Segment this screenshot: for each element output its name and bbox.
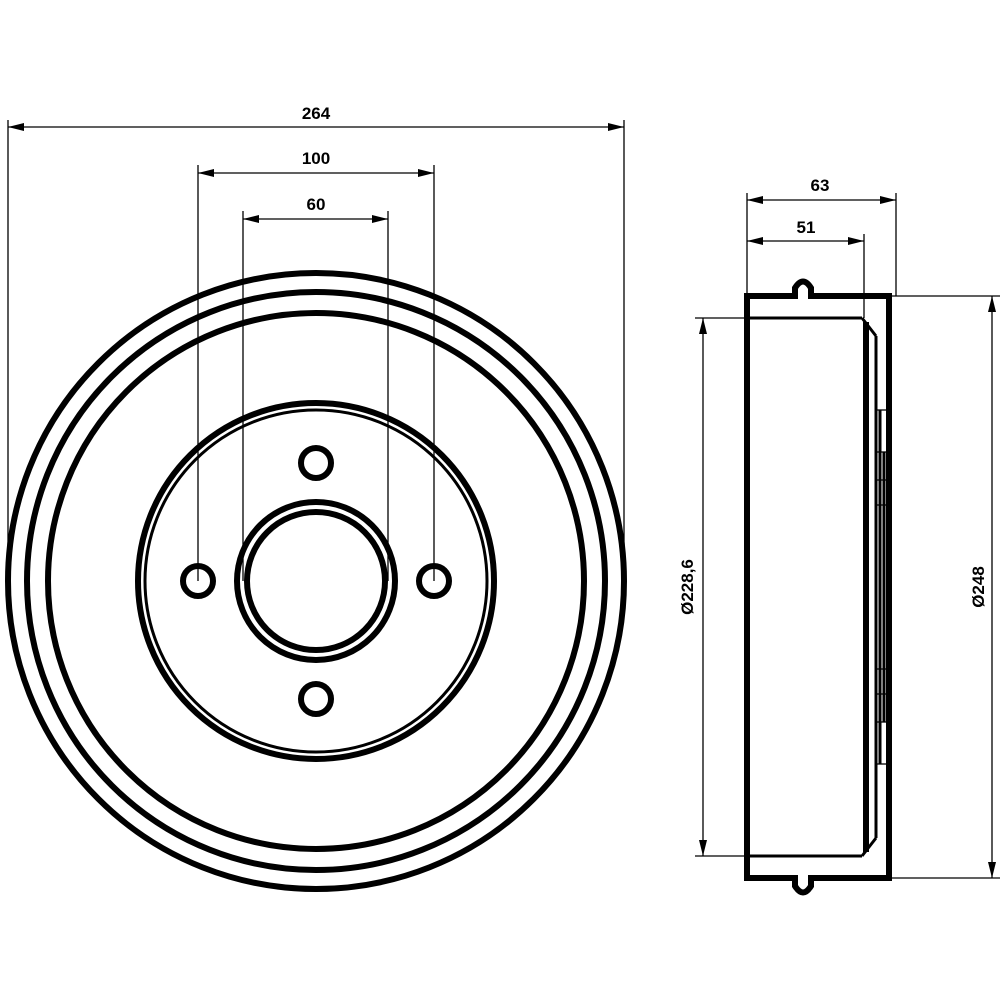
- side-view: 63 51 Ø228,6 Ø248: [678, 176, 1000, 896]
- hub-lip-details: [876, 409, 890, 765]
- dimension-label-51: 51: [797, 218, 816, 237]
- center-bore-inner: [244, 509, 388, 653]
- front-view: 264 100 60: [5, 104, 627, 892]
- dimension-label-63: 63: [811, 176, 830, 195]
- dimension-label-264: 264: [302, 104, 331, 123]
- dimension-label-60: 60: [307, 195, 326, 214]
- dimension-outer-diameter-side: Ø248: [889, 295, 1000, 879]
- dimension-label-228-6: Ø228,6: [678, 559, 697, 615]
- drum-rim-step: [24, 289, 608, 873]
- hub-flange: [135, 400, 497, 762]
- dimension-total-height: 63: [746, 176, 897, 296]
- dimension-inner-height: 51: [747, 218, 865, 318]
- dimension-center-bore: 60: [242, 195, 389, 581]
- drum-braking-surface: [45, 310, 587, 852]
- dimension-pitch-circle: 100: [197, 149, 435, 581]
- bolt-hole-top: [298, 445, 334, 481]
- drum-outer-rim: [5, 270, 627, 892]
- bolt-hole-bottom: [298, 681, 334, 717]
- dimension-inner-diameter: Ø228,6: [678, 317, 747, 857]
- dimension-outer-diameter: 264: [7, 104, 625, 581]
- hub-flange-inner: [143, 408, 489, 754]
- center-bore-outer: [234, 499, 398, 663]
- dimension-label-248: Ø248: [969, 566, 988, 608]
- dimension-label-100: 100: [302, 149, 330, 168]
